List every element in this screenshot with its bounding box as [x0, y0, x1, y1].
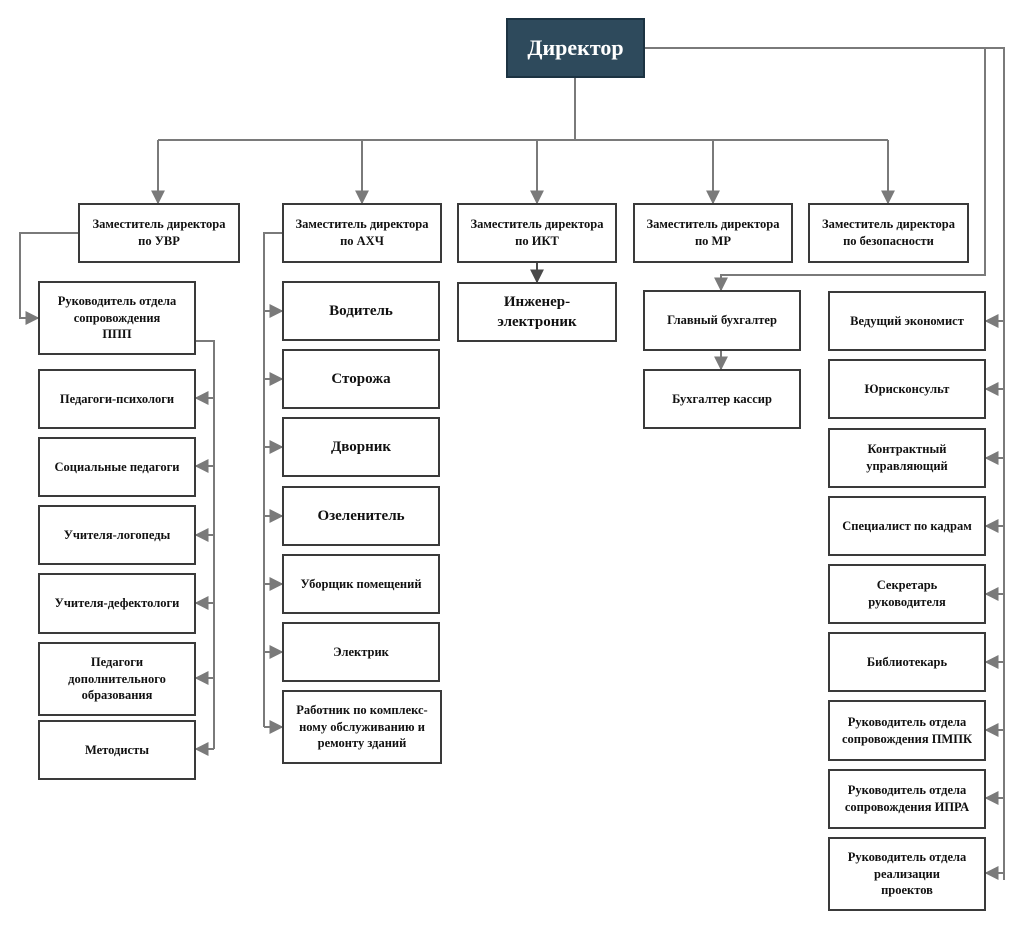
- staff-node: Библиотекарь: [828, 632, 986, 692]
- staff-label: Специалист по кадрам: [842, 518, 972, 533]
- uvr-item-label: Руководитель отдела сопровождения ППП: [57, 293, 177, 342]
- ahch-item-label: Дворник: [330, 438, 392, 455]
- staff-label: Секретарь руководителя: [868, 578, 946, 609]
- uvr-item-node: Педагоги-психологи: [38, 369, 196, 429]
- staff-node: Юрисконсульт: [828, 359, 986, 419]
- accounting-node: Главный бухгалтер: [643, 290, 801, 351]
- uvr-item-label: Учителя-логопеды: [63, 527, 171, 542]
- staff-node: Руководитель отдела сопровождения ИПРА: [828, 769, 986, 829]
- uvr-item-node: Педагоги дополнительного образования: [38, 642, 196, 716]
- staff-label: Ведущий экономист: [850, 313, 964, 328]
- ahch-item-node: Электрик: [282, 622, 440, 682]
- uvr-item-node: Руководитель отдела сопровождения ППП: [38, 281, 196, 355]
- accounting-label: Главный бухгалтер: [667, 313, 777, 328]
- deputy-ikt-node: Заместитель директора по ИКТ: [457, 203, 617, 263]
- uvr-item-node: Методисты: [38, 720, 196, 780]
- staff-node: Секретарь руководителя: [828, 564, 986, 624]
- ikt-item-node: Инженер- электроник: [457, 282, 617, 342]
- staff-label: Библиотекарь: [866, 654, 948, 669]
- ikt-item-label: Инженер- электроник: [497, 293, 577, 330]
- accounting-node: Бухгалтер кассир: [643, 369, 801, 429]
- connector-director-right: [644, 47, 1005, 880]
- uvr-item-label: Методисты: [84, 742, 150, 757]
- ahch-item-label: Сторожа: [331, 370, 391, 387]
- deputy-uvr-node: Заместитель директора по УВР: [78, 203, 240, 263]
- deputy-ikt-label: Заместитель директора по ИКТ: [470, 217, 604, 248]
- ahch-item-node: Сторожа: [282, 349, 440, 409]
- connector-director-accounting: [714, 48, 986, 292]
- ahch-item-label: Работник по комплекс- ному обслуживанию …: [296, 702, 428, 751]
- deputy-ahch-label: Заместитель директора по АХЧ: [295, 217, 429, 248]
- deputy-security-node: Заместитель директора по безопасности: [808, 203, 969, 263]
- deputy-mr-label: Заместитель директора по МР: [646, 217, 780, 248]
- uvr-item-label: Педагоги дополнительного образования: [68, 654, 166, 703]
- staff-node: Ведущий экономист: [828, 291, 986, 351]
- staff-label: Юрисконсульт: [864, 381, 950, 396]
- director-node: Директор: [506, 18, 645, 78]
- uvr-item-label: Учителя-дефектологи: [54, 596, 180, 611]
- staff-node: Руководитель отдела сопровождения ПМПК: [828, 700, 986, 761]
- staff-label: Контрактный управляющий: [866, 442, 948, 473]
- ahch-item-label: Электрик: [333, 644, 389, 659]
- deputy-ahch-node: Заместитель директора по АХЧ: [282, 203, 442, 263]
- ahch-item-node: Озеленитель: [282, 486, 440, 546]
- ahch-item-node: Дворник: [282, 417, 440, 477]
- ahch-item-label: Водитель: [329, 302, 393, 319]
- uvr-item-node: Учителя-дефектологи: [38, 573, 196, 634]
- director-label: Директор: [527, 35, 624, 61]
- staff-label: Руководитель отдела сопровождения ПМПК: [841, 714, 973, 746]
- staff-label: Руководитель отдела реализации проектов: [847, 849, 967, 898]
- connector-uvr-ppp: [19, 232, 78, 325]
- ahch-item-node: Уборщик помещений: [282, 554, 440, 614]
- uvr-item-label: Педагоги-психологи: [59, 391, 175, 406]
- accounting-label: Бухгалтер кассир: [672, 391, 772, 406]
- ahch-item-label: Уборщик помещений: [300, 576, 422, 591]
- connector-ppp-bus: [196, 340, 215, 749]
- staff-node: Руководитель отдела реализации проектов: [828, 837, 986, 911]
- staff-node: Контрактный управляющий: [828, 428, 986, 488]
- connector-ahch-bus: [263, 232, 283, 727]
- ahch-item-node: Водитель: [282, 281, 440, 341]
- ahch-item-label: Озеленитель: [317, 507, 405, 524]
- deputy-mr-node: Заместитель директора по МР: [633, 203, 793, 263]
- uvr-item-label: Социальные педагоги: [54, 459, 180, 474]
- uvr-item-node: Социальные педагоги: [38, 437, 196, 497]
- deputy-security-label: Заместитель директора по безопасности: [821, 217, 956, 248]
- ahch-item-node: Работник по комплекс- ному обслуживанию …: [282, 690, 442, 764]
- deputy-uvr-label: Заместитель директора по УВР: [92, 217, 226, 248]
- uvr-item-node: Учителя-логопеды: [38, 505, 196, 565]
- staff-label: Руководитель отдела сопровождения ИПРА: [844, 783, 970, 814]
- staff-node: Специалист по кадрам: [828, 496, 986, 556]
